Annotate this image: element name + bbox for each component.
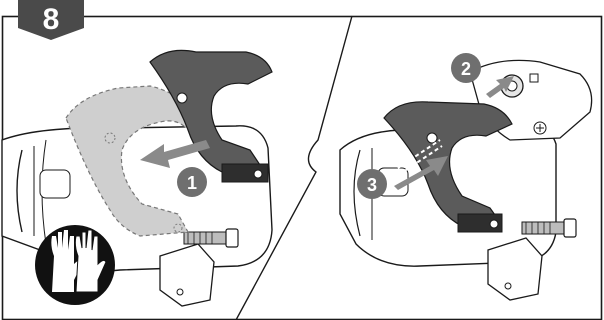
adjusting-screw-left: [184, 229, 238, 247]
callout-3: 3: [357, 169, 387, 199]
callout-2: 2: [451, 53, 481, 83]
left-panel: 1: [2, 50, 272, 306]
adjusting-screw-right: [522, 219, 576, 237]
callout-1-label: 1: [187, 173, 197, 193]
lower-bracket-left: [160, 244, 214, 306]
callout-1: 1: [177, 167, 207, 197]
lower-bracket-right: [488, 238, 542, 300]
protective-gloves-icon: [35, 225, 115, 305]
step-number: 8: [43, 3, 60, 36]
callout-2-label: 2: [461, 59, 471, 79]
callout-3-label: 3: [367, 175, 377, 195]
step-badge: 8: [18, 0, 84, 40]
right-panel: 2 3: [340, 53, 592, 300]
